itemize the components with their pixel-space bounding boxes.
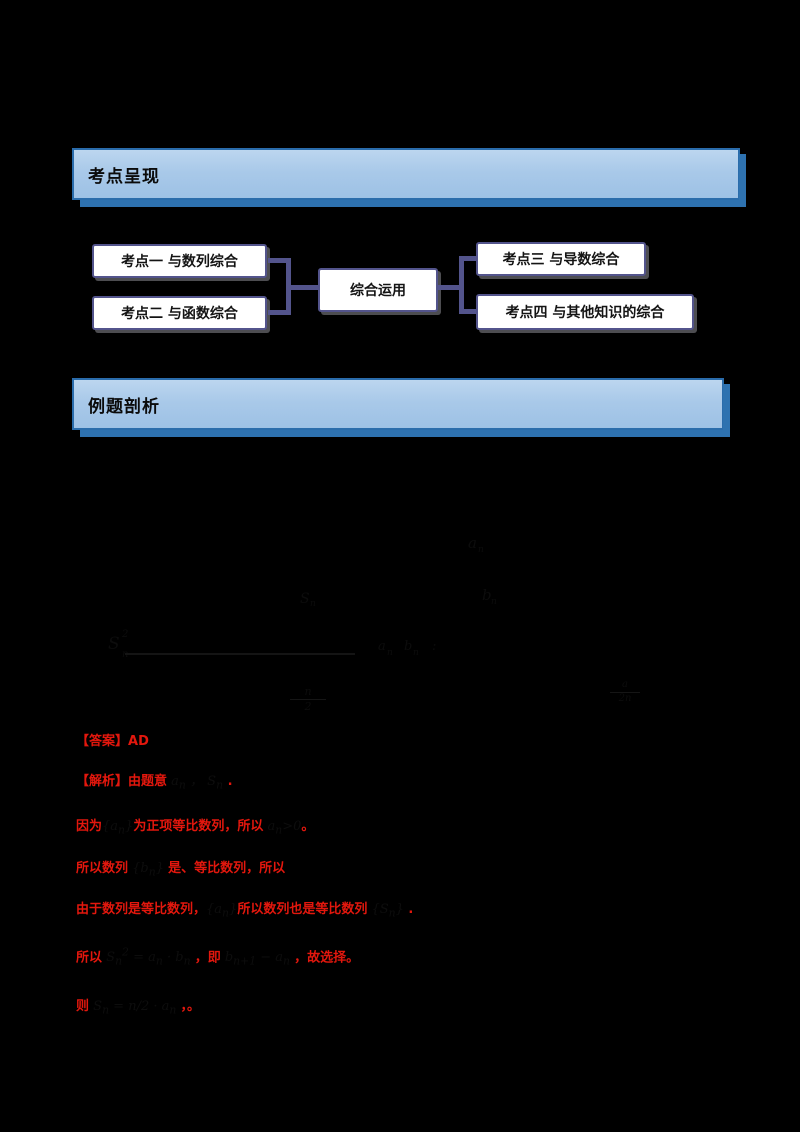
- math-subscript: n: [413, 648, 419, 658]
- inline-math: bn+1 − an: [220, 950, 291, 968]
- solution-text: 是、等比数列，所以: [168, 861, 286, 876]
- section-title: 考点呈现: [88, 166, 160, 187]
- math-subscript: n: [310, 599, 316, 609]
- flow-node-label: 考点三 与导数综合: [502, 252, 620, 268]
- fraction-denominator: 2n: [618, 692, 632, 704]
- math-fraction: a 2n: [610, 679, 640, 704]
- flow-node-label: 考点一 与数列综合: [121, 254, 238, 270]
- math-symbol: a: [378, 639, 386, 654]
- solution-text: ，即: [194, 950, 221, 966]
- math-symbol: b: [482, 586, 492, 604]
- math-symbol: S: [108, 634, 120, 654]
- flow-node-kaodian-4: 考点四 与其他知识的综合: [476, 294, 694, 330]
- brace-left-bottom-arm: [268, 310, 290, 315]
- inline-math: {an}: [102, 819, 134, 837]
- flow-node-label: 综合运用: [350, 283, 406, 299]
- brace-right-bottom-arm: [459, 309, 479, 314]
- brace-right-top-arm: [459, 256, 479, 261]
- math-subscript: n: [491, 597, 497, 607]
- section-banner-kaodian-chengxian: 考点呈现: [72, 148, 746, 207]
- solution-text: 为正项等比数列，所以: [133, 819, 264, 834]
- solution-text: AD: [128, 734, 149, 749]
- solution-label: 因为: [76, 819, 103, 834]
- math-superscript: 2: [122, 629, 129, 640]
- problem-statement-math: a n S n b n S 2 n a n b n : n 2 a 2n: [0, 500, 800, 740]
- flow-node-kaodian-3: 考点三 与导数综合: [476, 242, 646, 276]
- solution-text: 由题意: [128, 774, 168, 789]
- solution-label: 【解析】: [76, 774, 129, 789]
- flow-node-kaodian-1: 考点一 与数列综合: [92, 244, 267, 278]
- solution-line-5: 由于数列是等比数列，{an}所以数列也是等比数列 {Sn} .: [76, 903, 413, 919]
- solution-label: 所以: [76, 950, 103, 966]
- inline-math: Sn2 = an · bn: [102, 946, 191, 968]
- inline-math: an ， Sn: [167, 774, 224, 792]
- flow-node-label: 考点四 与其他知识的综合: [505, 305, 665, 321]
- inline-math: an>0: [263, 819, 302, 837]
- fraction-numerator: n: [304, 685, 312, 698]
- fraction-rule: [290, 698, 326, 700]
- inline-math: {an}: [206, 902, 238, 920]
- section-title: 例题剖析: [88, 396, 160, 417]
- math-subscript: n: [387, 648, 393, 658]
- brace-left-stem: [291, 285, 319, 290]
- fraction-numerator: a: [622, 679, 628, 690]
- solution-tail: 。: [301, 819, 315, 834]
- solution-text: ，。: [180, 999, 201, 1014]
- section-banner-liti-pouxi: 例题剖析: [72, 378, 730, 437]
- sentence-dot: .: [403, 902, 414, 917]
- solution-line-answer: 【答案】AD: [76, 735, 149, 748]
- solution-line-analysis: 【解析】由题意 an ， Sn .: [76, 775, 233, 791]
- solution-label: 所以数列: [76, 861, 129, 876]
- inline-math: Sn = n/2 · an: [89, 999, 177, 1017]
- sentence-dot: .: [223, 774, 233, 789]
- math-subscript: n: [122, 650, 128, 660]
- flow-node-center: 综合运用: [318, 268, 438, 312]
- solution-label: 则: [76, 999, 90, 1014]
- inline-math: {bn}: [128, 861, 169, 879]
- fraction-bar: [125, 653, 355, 655]
- solution-line-3: 因为{an}为正项等比数列，所以 an>0。: [76, 820, 314, 836]
- fraction-denominator: 2: [304, 699, 312, 713]
- math-symbol: S: [300, 591, 310, 607]
- brace-right-spine: [459, 256, 464, 314]
- solution-label: 【答案】: [76, 734, 129, 749]
- brace-left-top-arm: [268, 258, 290, 263]
- solution-text: 所以数列也是等比数列: [237, 902, 368, 917]
- inline-math: {Sn}: [367, 902, 404, 920]
- flow-node-kaodian-2: 考点二 与函数综合: [92, 296, 267, 330]
- solution-line-6: 所以 Sn2 = an · bn ，即 bn+1 − an ，故选择。: [76, 946, 360, 968]
- fraction-rule: [610, 691, 640, 693]
- math-symbol: b: [404, 639, 413, 654]
- solution-tail: ，故选择。: [294, 950, 360, 966]
- solution-line-4: 所以数列 {bn} 是、等比数列，所以: [76, 862, 285, 878]
- brace-left-spine: [286, 258, 291, 315]
- flowchart: 考点一 与数列综合 考点二 与函数综合 综合运用 考点三 与导数综合 考点四 与…: [72, 236, 732, 356]
- math-symbol: a: [468, 534, 477, 552]
- brace-right-stem: [437, 285, 463, 290]
- math-subscript: n: [478, 545, 484, 555]
- math-symbol: :: [432, 639, 437, 654]
- math-fraction: n 2: [290, 686, 326, 712]
- solution-label: 由于数列是等比数列，: [76, 902, 207, 917]
- flow-node-label: 考点二 与函数综合: [121, 306, 238, 322]
- solution-line-7: 则 Sn = n/2 · an ，。: [76, 1000, 200, 1016]
